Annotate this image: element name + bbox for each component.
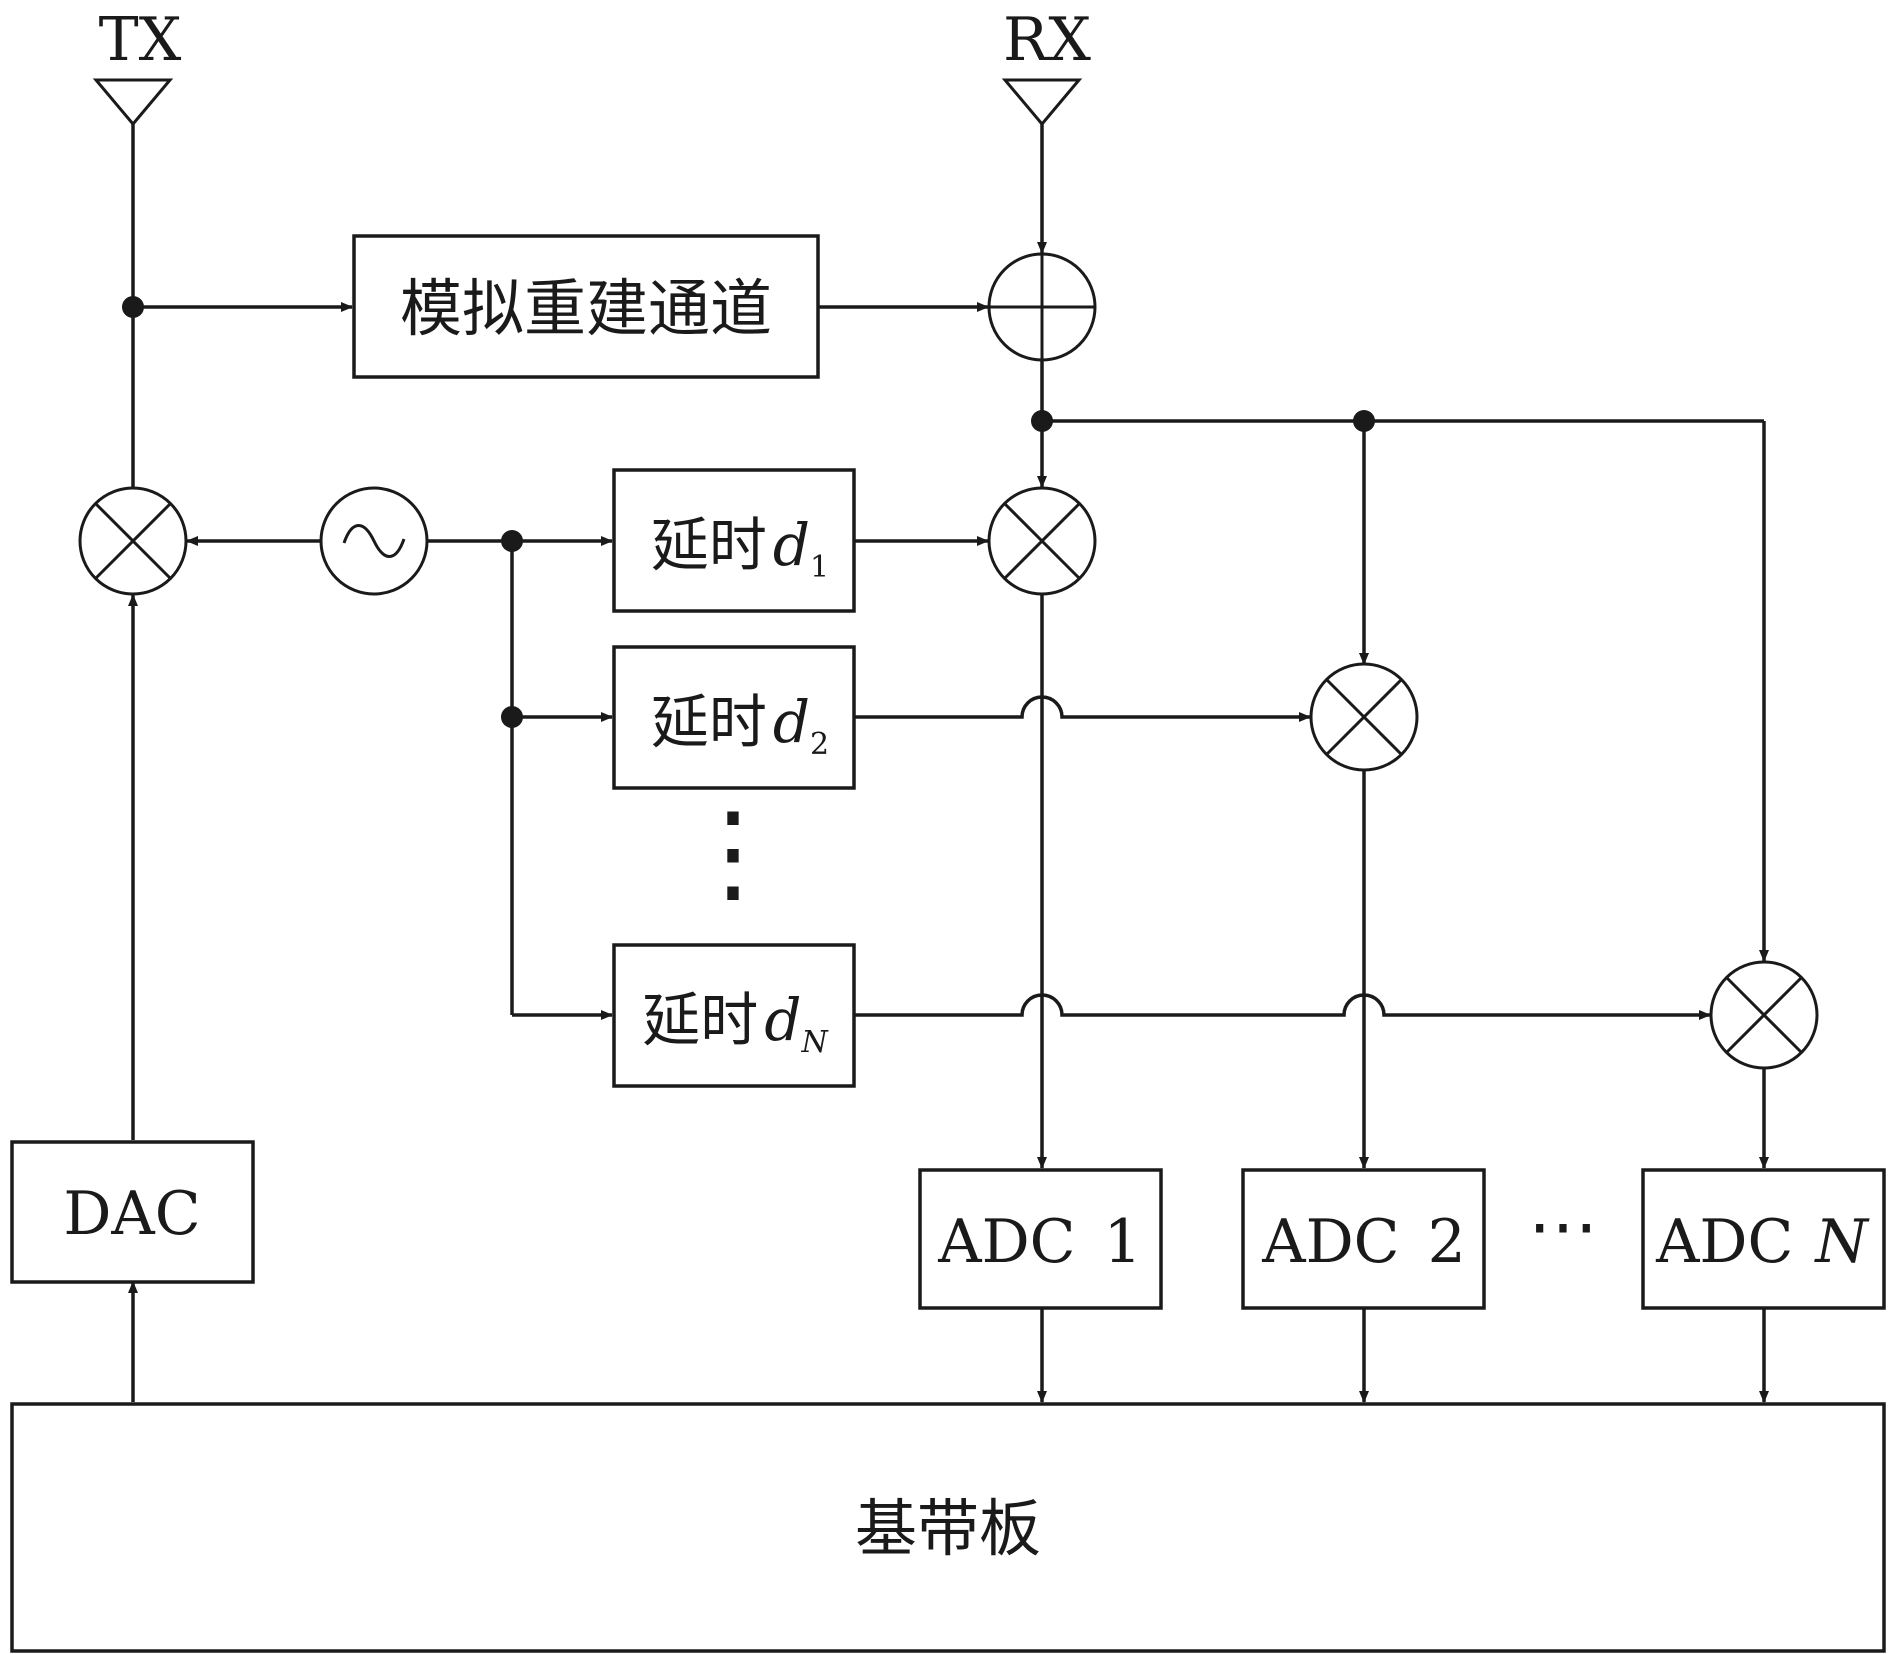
adc-1-index: 1 bbox=[1104, 1207, 1142, 1277]
plus-circle-icon bbox=[989, 254, 1095, 360]
adc-n-index: N bbox=[1813, 1207, 1870, 1277]
wire-delayN-to-mixerN bbox=[854, 993, 1711, 1020]
sine-wave-icon bbox=[342, 524, 406, 558]
multiply-circle-icon bbox=[1003, 502, 1081, 580]
junction-dot bbox=[1031, 410, 1053, 432]
junction-dot bbox=[1353, 410, 1375, 432]
adc-2-prefix: ADC bbox=[1261, 1207, 1399, 1277]
delay-1-sub: 1 bbox=[810, 550, 829, 585]
adc-block-2: ADC 2 bbox=[1241, 1168, 1486, 1310]
horizontal-ellipsis: ⋯ bbox=[1528, 1185, 1598, 1267]
rx-label: RX bbox=[1003, 5, 1091, 75]
junction-dot bbox=[501, 706, 523, 728]
delay-n-var: d bbox=[764, 986, 801, 1054]
tx-label: TX bbox=[99, 5, 182, 75]
rx-mixer-n-node bbox=[1709, 960, 1819, 1070]
baseband-label: 基带板 bbox=[855, 1492, 1041, 1565]
wires bbox=[128, 124, 1769, 1403]
multiply-circle-icon bbox=[1725, 976, 1803, 1054]
analog-reconstruction-label: 模拟重建通道 bbox=[400, 272, 772, 345]
rx-antenna-icon bbox=[1001, 78, 1083, 127]
adc-block-n: ADC N bbox=[1641, 1168, 1886, 1310]
rx-mixer-1-node bbox=[987, 486, 1097, 596]
delay-2-sub: 2 bbox=[810, 727, 829, 762]
multiply-circle-icon bbox=[94, 502, 172, 580]
wire-delay2-to-mixer2 bbox=[854, 695, 1311, 722]
multiply-circle-icon bbox=[1325, 678, 1403, 756]
tx-antenna-icon bbox=[92, 78, 174, 127]
dac-label: DAC bbox=[63, 1179, 200, 1249]
adder-node bbox=[987, 252, 1097, 362]
junction-dot bbox=[122, 296, 144, 318]
dac-block: DAC bbox=[10, 1140, 255, 1284]
oscillator-node bbox=[319, 486, 429, 596]
delay-1-var: d bbox=[773, 511, 810, 579]
delay-n-sub: N bbox=[800, 1025, 829, 1060]
delay-2-prefix: 延时 bbox=[651, 688, 767, 756]
adc-2-index: 2 bbox=[1428, 1207, 1466, 1277]
junction-dot bbox=[501, 530, 523, 552]
delay-1-prefix: 延时 bbox=[651, 511, 767, 579]
vertical-ellipsis: ⋮ bbox=[678, 788, 788, 916]
tx-mixer-node bbox=[78, 486, 188, 596]
delay-n-prefix: 延时 bbox=[642, 986, 758, 1054]
delay-2-var: d bbox=[773, 688, 810, 756]
baseband-block: 基带板 bbox=[10, 1402, 1886, 1653]
adc-block-1: ADC 1 bbox=[918, 1168, 1163, 1310]
adc-1-prefix: ADC bbox=[937, 1207, 1075, 1277]
adc-n-prefix: ADC bbox=[1655, 1207, 1793, 1277]
rx-mixer-2-node bbox=[1309, 662, 1419, 772]
analog-reconstruction-block: 模拟重建通道 bbox=[352, 234, 820, 379]
